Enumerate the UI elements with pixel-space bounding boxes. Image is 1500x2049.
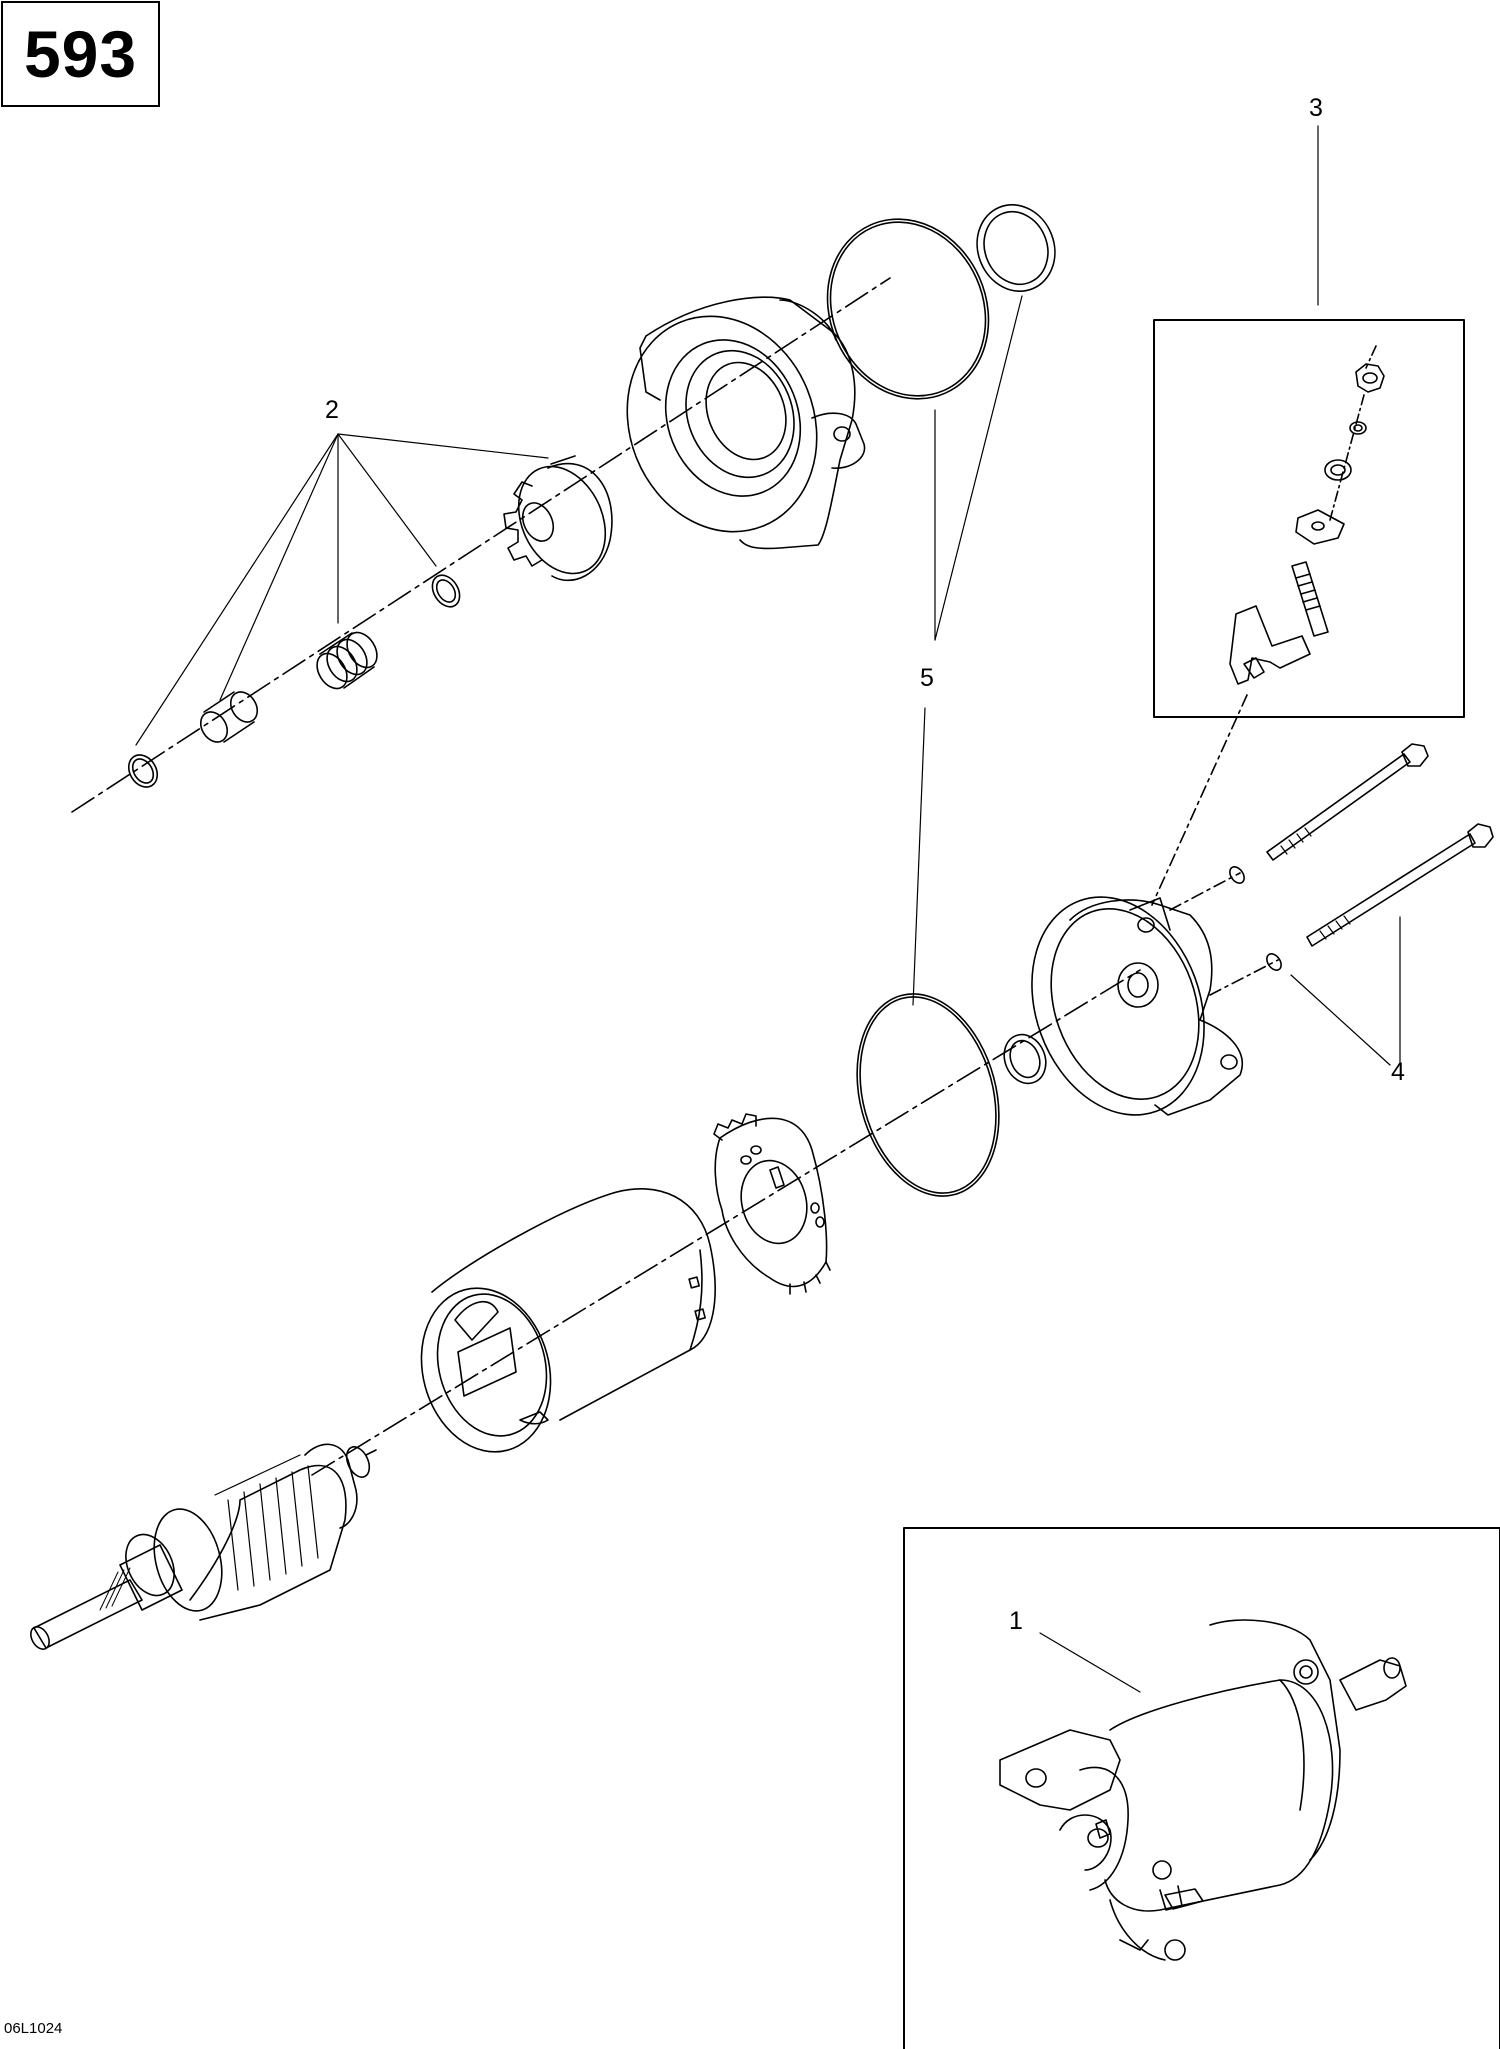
small-ring-mid bbox=[427, 570, 465, 612]
spring bbox=[311, 627, 383, 694]
small-ring-left bbox=[123, 750, 163, 793]
through-bolt-lower bbox=[1210, 824, 1493, 995]
drive-end-housing bbox=[595, 288, 864, 561]
page-number-box: 593 bbox=[1, 1, 160, 107]
callout-4-leaders bbox=[1291, 917, 1400, 1065]
callout-label-3: 3 bbox=[1309, 94, 1323, 122]
upper-axis-line bbox=[72, 278, 890, 812]
assembled-starter bbox=[1000, 1620, 1406, 1960]
o-ring-large-lower bbox=[836, 978, 1021, 1212]
terminal-kit-inset bbox=[1154, 320, 1464, 717]
brush-plate bbox=[714, 1114, 830, 1294]
terminal-kit-parts bbox=[1230, 346, 1384, 684]
callout-label-5: 5 bbox=[920, 664, 934, 692]
armature bbox=[27, 1443, 376, 1652]
page-number: 593 bbox=[23, 17, 138, 91]
callout-label-2: 2 bbox=[325, 396, 339, 424]
o-ring-large-top bbox=[799, 193, 1016, 425]
callout-5-leaders bbox=[913, 296, 1022, 1005]
drive-pinion bbox=[502, 452, 622, 587]
callout-label-4: 4 bbox=[1391, 1058, 1405, 1086]
bushing-sleeve bbox=[195, 687, 262, 747]
field-frame-yoke bbox=[404, 1189, 715, 1467]
lower-axis-line bbox=[312, 970, 1140, 1475]
inset-to-housing-line bbox=[1152, 695, 1247, 905]
o-ring-small-lower bbox=[997, 1028, 1053, 1089]
commutator-end-housing bbox=[1003, 873, 1243, 1140]
assembled-starter-inset bbox=[904, 1528, 1500, 2049]
through-bolt-upper bbox=[1170, 744, 1428, 910]
callout-2-leaders bbox=[136, 434, 548, 745]
callout-label-1: 1 bbox=[1009, 1607, 1023, 1635]
o-ring-small-top bbox=[964, 193, 1067, 303]
callout-1-leader bbox=[1040, 1633, 1140, 1692]
drawing-code: 06L1024 bbox=[4, 2020, 63, 2037]
